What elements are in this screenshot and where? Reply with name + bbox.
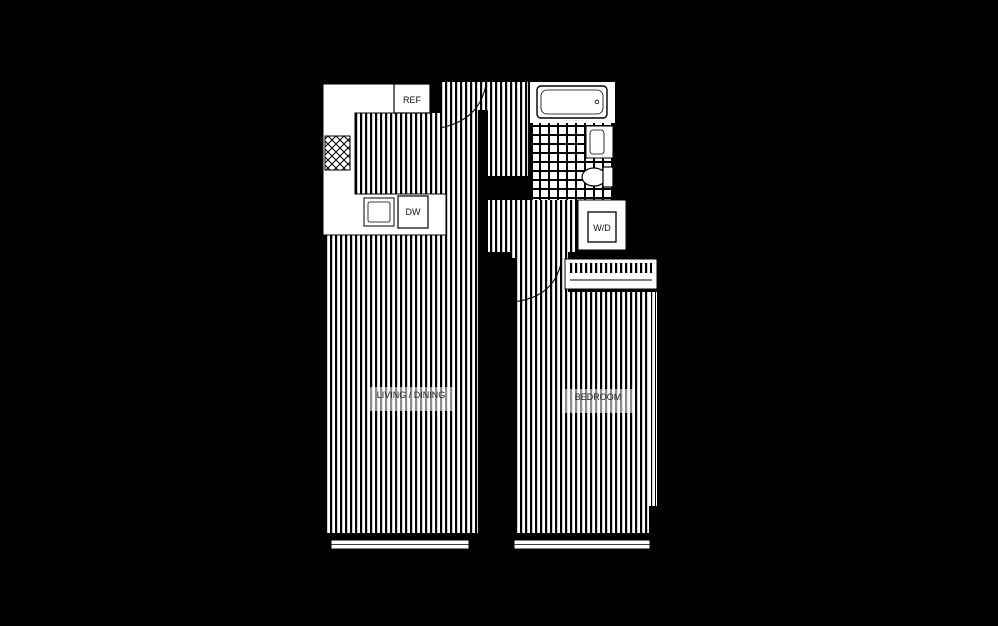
bathtub-drain [594,99,600,105]
bedroom-wall-right-fill [651,292,656,506]
living-dining-name: LIVING / DINING [377,390,446,400]
living-label-bg [368,387,454,411]
bedroom-label-bg [562,389,634,413]
toilet-tank [602,166,614,188]
washer-dryer-label: W/D [593,223,611,233]
partition-wall [478,110,488,522]
washer-dryer-unit [587,211,617,243]
kitchen-sink-basin [367,201,391,223]
range [324,135,351,171]
refrigerator [393,83,431,114]
partition-notch [488,176,528,200]
bedroom-entry-floor [510,252,568,296]
vanity-sink [589,129,605,155]
entry-door-swing [439,83,487,129]
bedroom-wall-left [505,258,515,522]
corridor-floor [488,200,576,252]
bathtub-inner [540,89,604,115]
hall-floor [488,82,528,177]
dishwasher [397,195,429,229]
bedroom-name: BEDROOM [575,392,622,402]
dishwasher-label: DW [406,207,421,217]
refrigerator-label: REF [403,95,422,105]
living-dining-floor [326,235,478,533]
bedroom-door-swing [511,257,563,303]
closet-shelf [570,263,652,273]
